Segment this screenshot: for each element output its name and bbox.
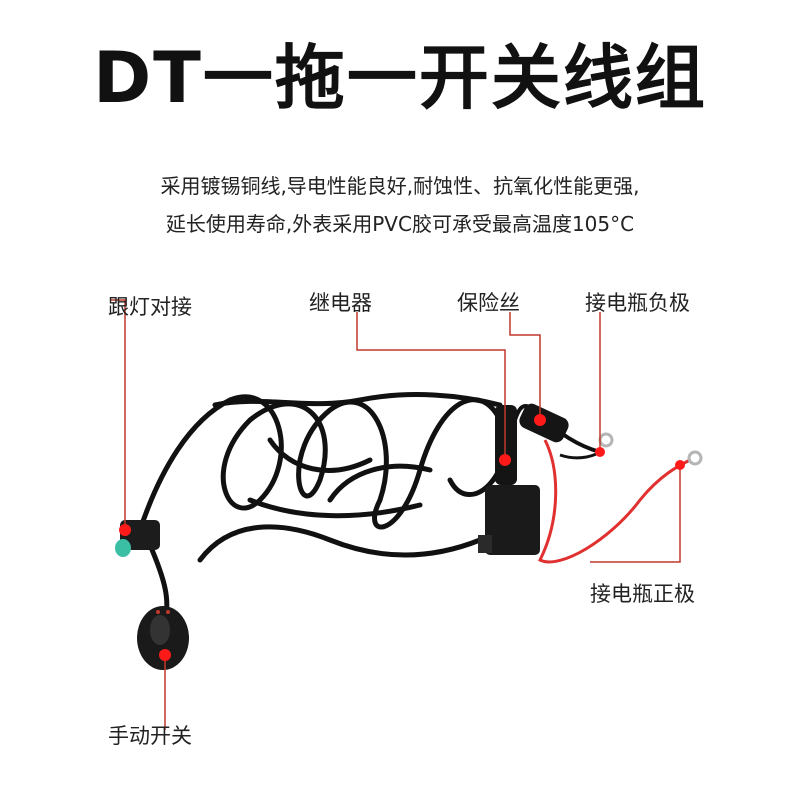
callout-manual-switch: 手动开关 [108,724,192,748]
callout-battery-negative: 接电瓶负极 [585,291,690,315]
callout-fuse: 保险丝 [457,291,520,315]
description-line-1: 采用镀锡铜线,导电性能良好,耐蚀性、抗氧化性能更强, [160,174,640,198]
callout-battery-positive: 接电瓶正极 [590,582,695,606]
cable-bundle [137,392,508,623]
manual-switch [137,606,189,670]
relay [478,405,540,555]
callout-relay: 继电器 [309,291,372,315]
positive-wire [537,439,691,564]
page-title: DT一拖一开关线组 [93,37,707,119]
ring-terminals [598,432,703,466]
callout-markers [119,414,685,661]
negative-wire [559,450,601,460]
leader-lines [110,299,681,730]
callout-light-connector: 跟灯对接 [108,295,192,319]
description-line-2: 延长使用寿命,外表采用PVC胶可承受最高温度105°C [165,212,635,236]
